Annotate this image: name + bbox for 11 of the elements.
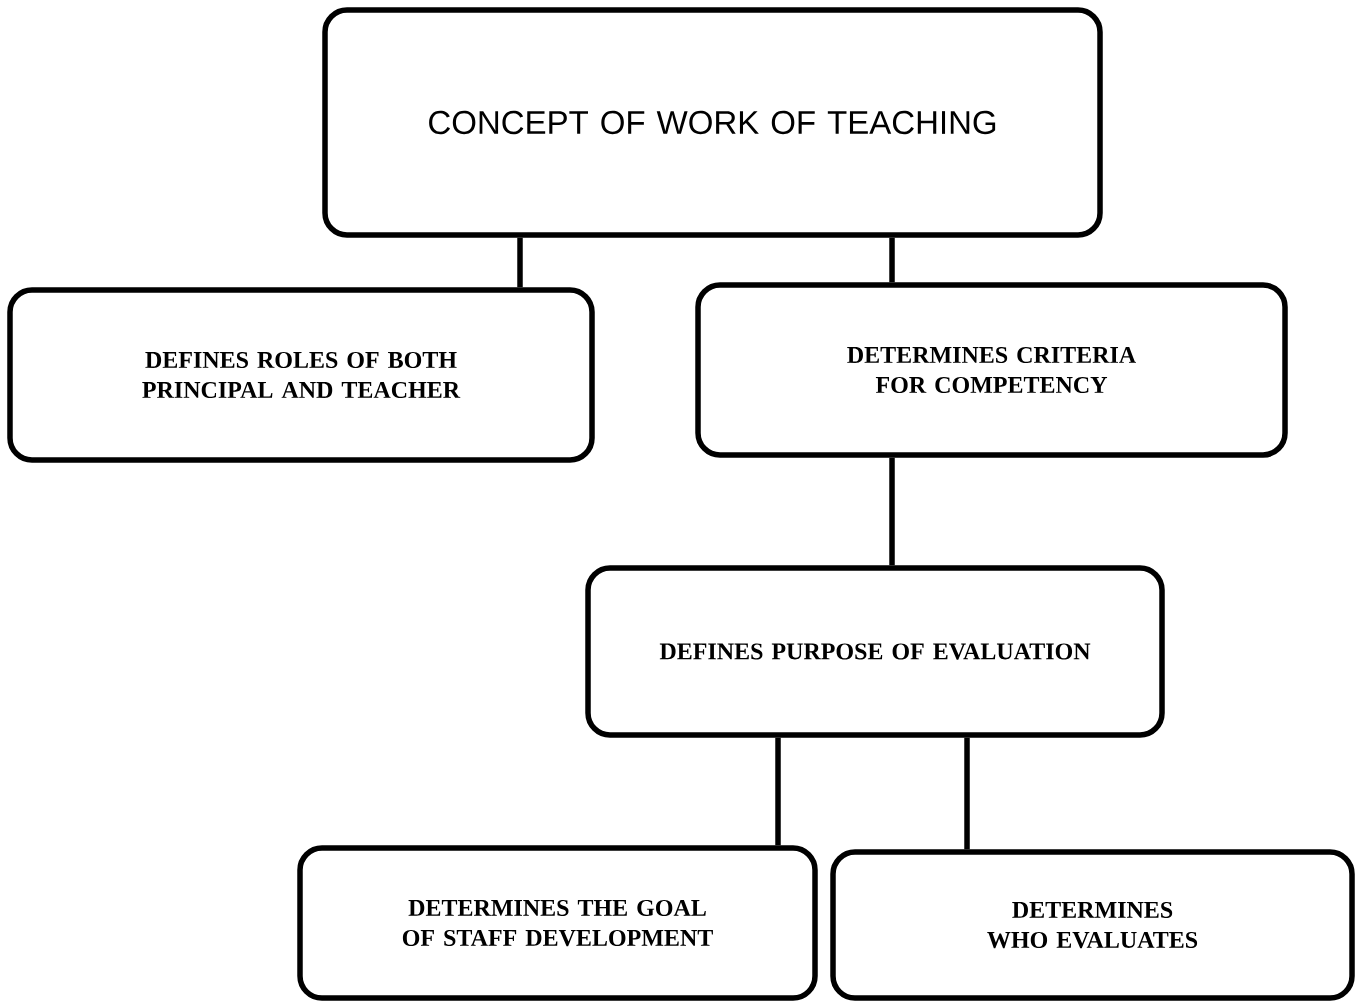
process-box: DEFINES ROLES OF BOTH PRINCIPAL AND TEACHER xyxy=(7,287,595,463)
process-box: DEFINES PURPOSE OF EVALUATION xyxy=(585,565,1165,738)
connector-line xyxy=(889,237,895,283)
process-box: DETERMINES CRITERIA FOR COMPETENCY xyxy=(695,282,1288,458)
connector-line xyxy=(889,457,895,566)
process-box: DETERMINES WHO EVALUATES xyxy=(830,849,1355,1001)
process-box: CONCEPT OF WORK OF TEACHING xyxy=(322,7,1103,238)
connector-line xyxy=(517,237,523,288)
process-box: DETERMINES THE GOAL OF STAFF DEVELOPMENT xyxy=(297,845,818,1001)
connector-line xyxy=(775,737,781,846)
connector-line xyxy=(964,737,970,850)
